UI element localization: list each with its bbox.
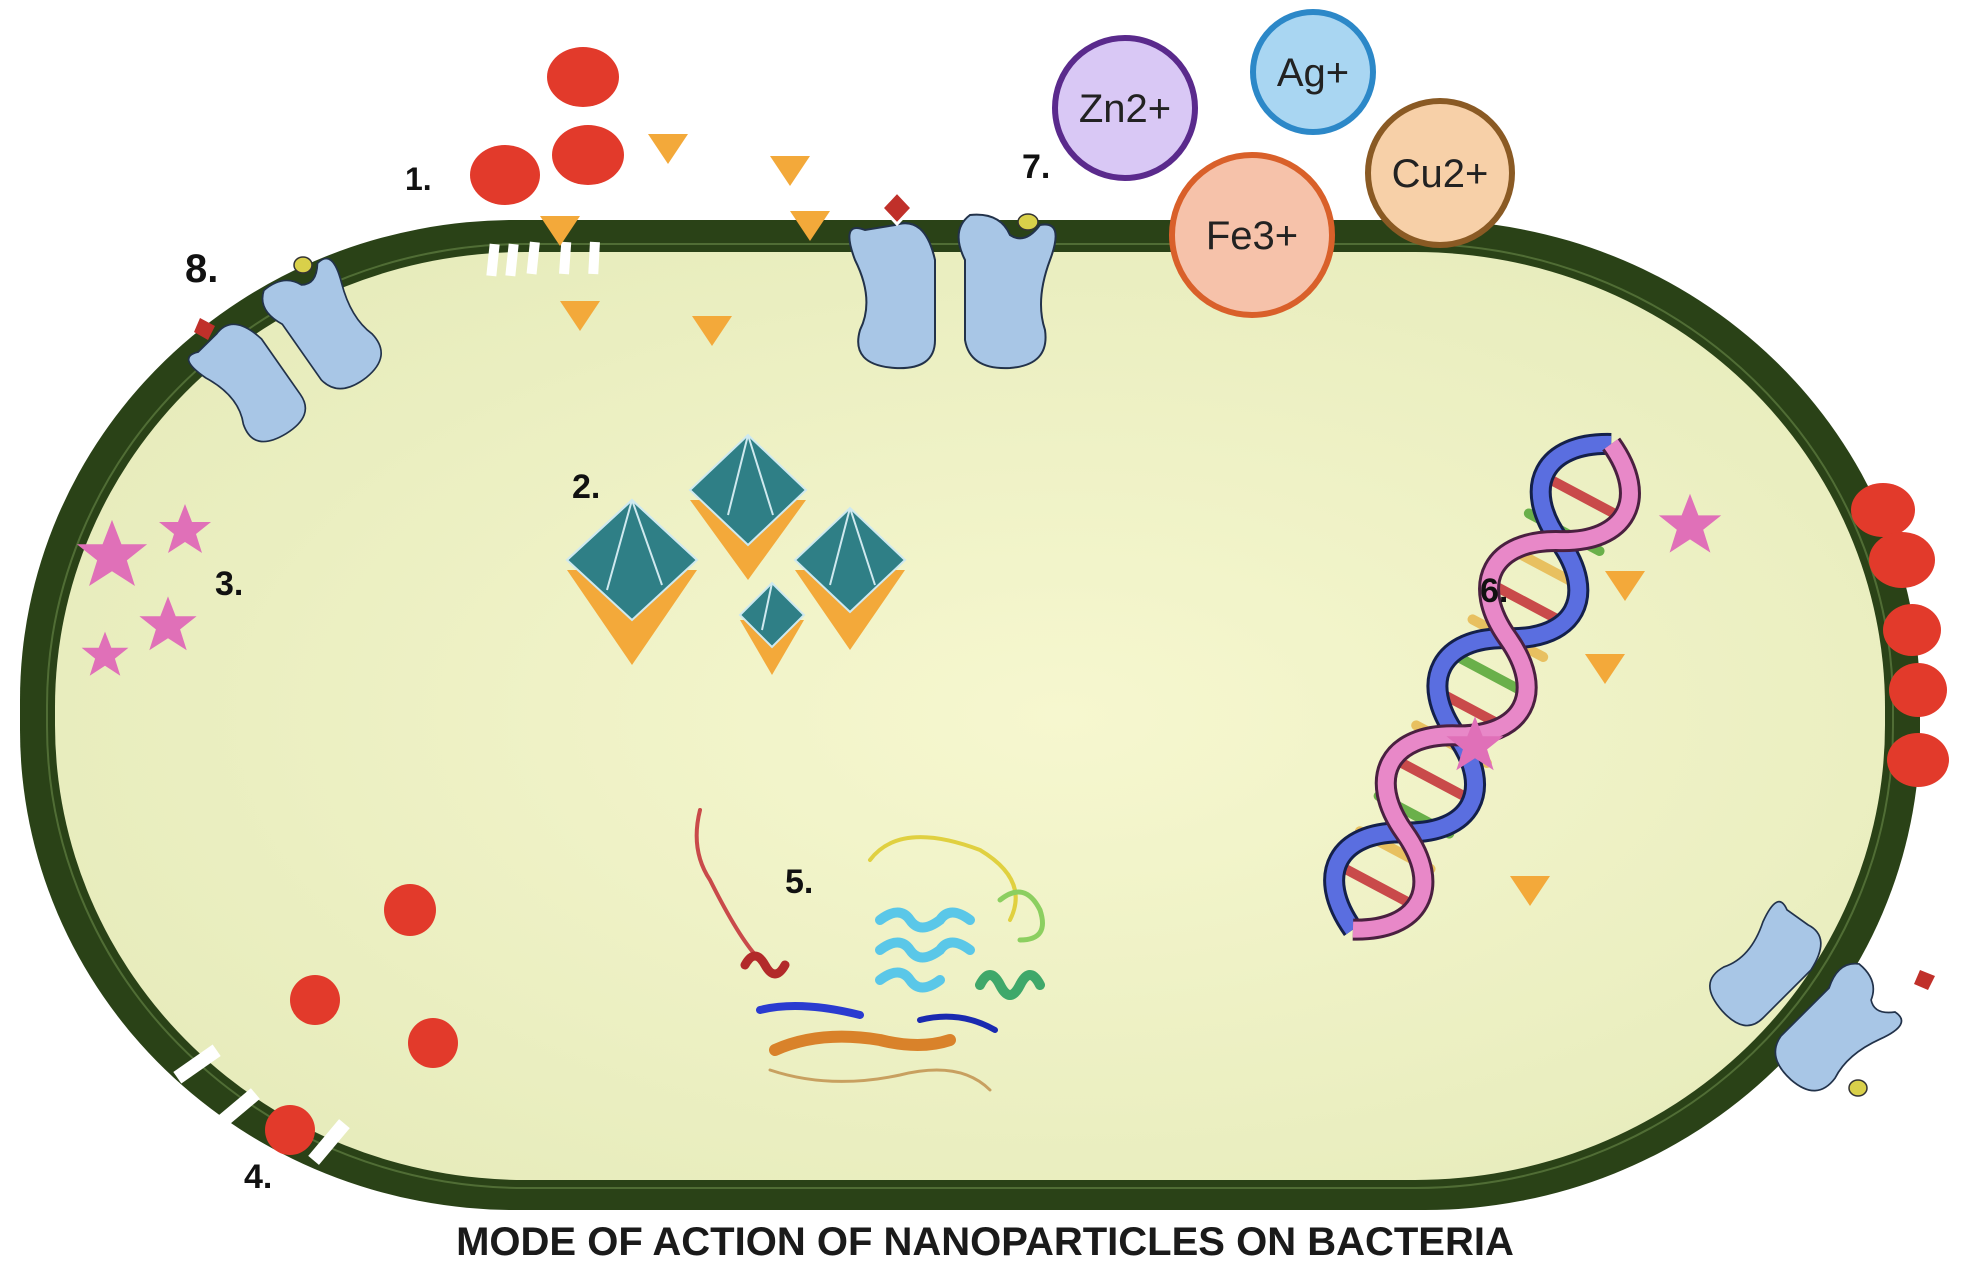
cu-ion-label: Cu2+ xyxy=(1392,152,1489,196)
red-diamond-left xyxy=(194,318,215,340)
ag-ion-bubble: Ag+ xyxy=(1250,9,1376,135)
wall-pores-top xyxy=(486,241,600,277)
red-diamond-right xyxy=(1914,970,1935,990)
cu-ion-circle xyxy=(1365,98,1515,248)
ag-ion-label: Ag+ xyxy=(1277,51,1349,95)
nanoparticles-right-wall xyxy=(1851,483,1949,787)
dna-helix xyxy=(1323,432,1641,941)
fe-ion-circle xyxy=(1169,152,1335,318)
zn-ion-label: Zn2+ xyxy=(1079,87,1171,131)
zn-ion-circle xyxy=(1052,35,1198,181)
protein-structure xyxy=(694,808,1045,1092)
label-step-8: 8. xyxy=(185,247,218,291)
yellow-ligand-right xyxy=(1848,1079,1868,1097)
wall-pores-bottom xyxy=(173,1044,350,1165)
diagram-caption: MODE OF ACTION OF NANOPARTICLES ON BACTE… xyxy=(456,1220,1514,1264)
fe-ion-bubble: Fe3+ xyxy=(1169,152,1335,318)
label-step-6: 6. xyxy=(1480,572,1508,610)
label-step-7: 7. xyxy=(1022,148,1050,186)
label-step-2: 2. xyxy=(572,468,600,506)
label-step-5: 5. xyxy=(785,863,813,901)
label-step-1: 1. xyxy=(405,161,432,197)
zn-ion-bubble: Zn2+ xyxy=(1052,35,1198,181)
nanoparticles-inside xyxy=(265,884,458,1155)
label-step-3: 3. xyxy=(215,565,243,603)
cytoplasm xyxy=(55,252,1885,1180)
metal-ions: Zn2+ Ag+ Fe3+ Cu2+ xyxy=(1052,9,1515,318)
cu-ion-bubble: Cu2+ xyxy=(1365,98,1515,248)
label-step-4: 4. xyxy=(244,1158,272,1196)
nanoparticles-entering xyxy=(470,47,624,205)
fe-ion-label: Fe3+ xyxy=(1206,214,1298,258)
yellow-ligand-top xyxy=(1017,213,1039,231)
yellow-ligand-left xyxy=(293,256,313,274)
crystals xyxy=(565,433,907,675)
ag-ion-circle xyxy=(1250,9,1376,135)
red-diamond-top xyxy=(879,189,915,227)
